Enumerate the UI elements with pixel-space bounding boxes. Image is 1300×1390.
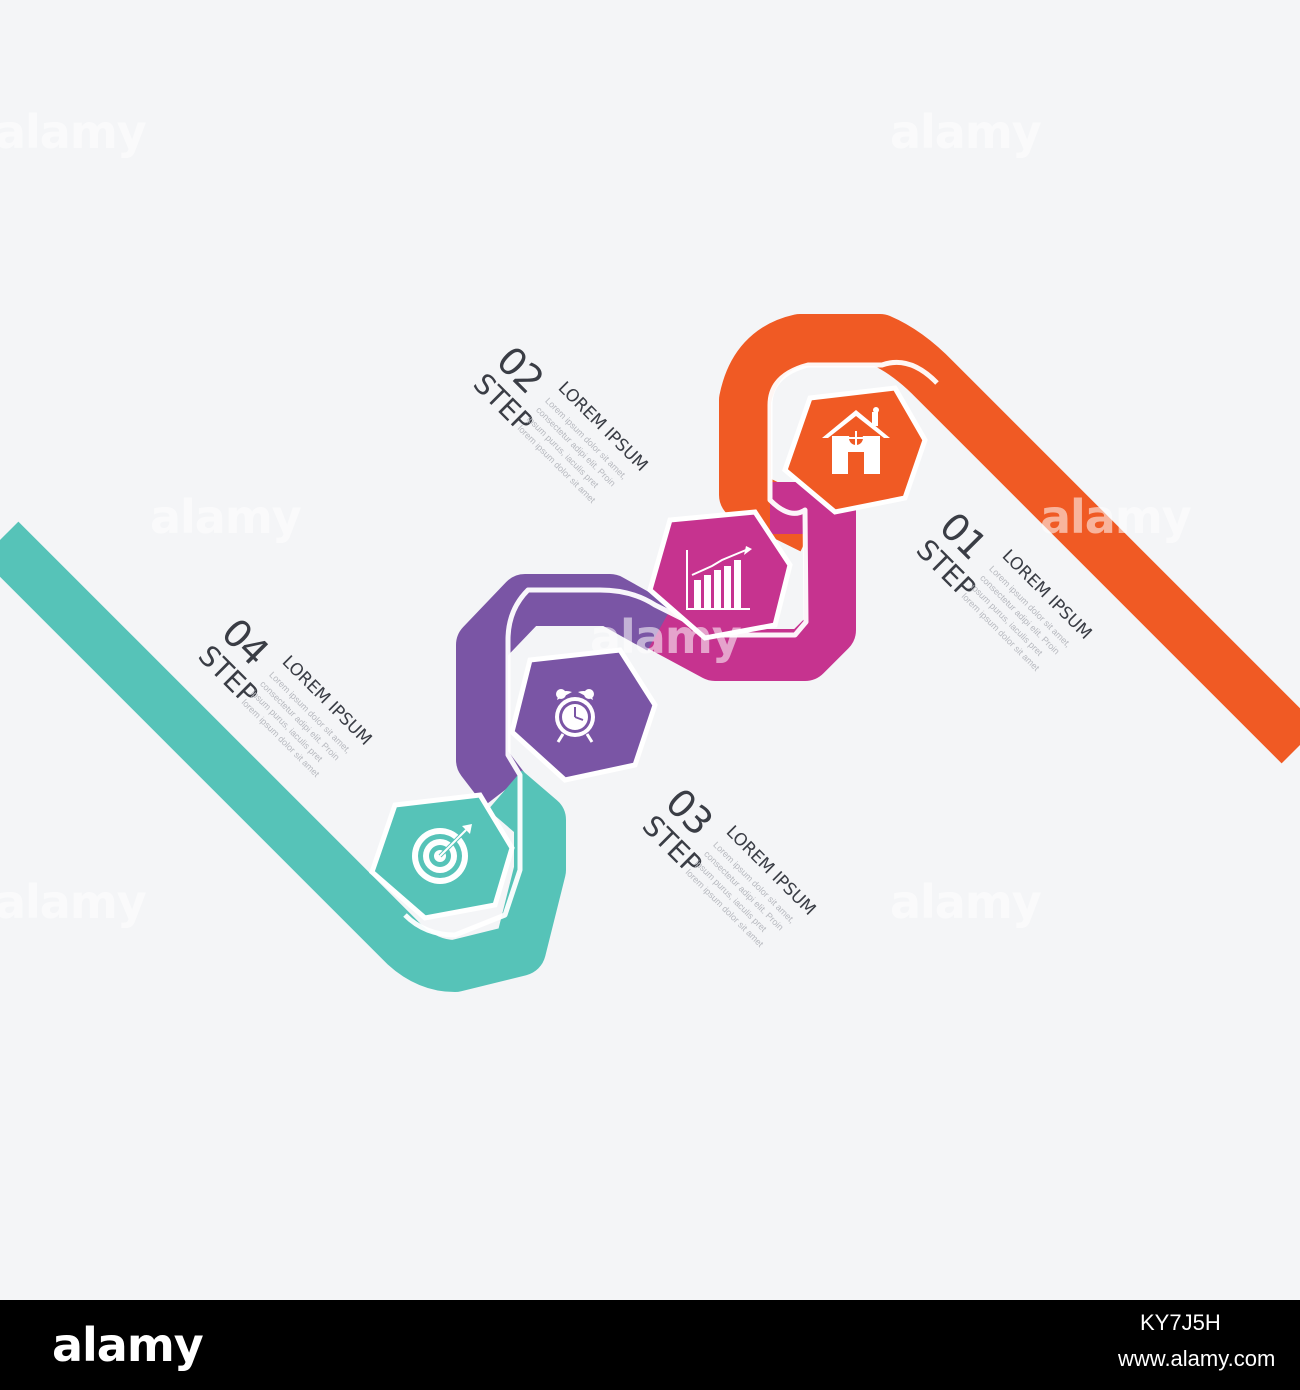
watermark: alamy [0, 875, 147, 929]
road-step2 [637, 482, 856, 681]
watermark: alamy [890, 105, 1042, 159]
footer-url: www.alamy.com [1118, 1346, 1276, 1371]
bar-chart-icon [686, 546, 752, 610]
footer-bar: alamy KY7J5H www.alamy.com [0, 1300, 1300, 1390]
watermark: alamy [890, 875, 1042, 929]
home-icon [822, 407, 890, 474]
watermark: alamy [0, 105, 147, 159]
road-step3 [456, 574, 673, 806]
watermark: alamy [1040, 490, 1192, 544]
road-diagram [0, 314, 1300, 992]
road-step4 [0, 521, 566, 992]
road-step1 [719, 314, 1300, 764]
watermark: alamy [590, 610, 742, 664]
footer-image-id: KY7J5H [1140, 1310, 1221, 1335]
watermark: alamy [150, 490, 302, 544]
footer-logo: alamy [52, 1318, 204, 1372]
target-icon [412, 824, 472, 884]
alarm-clock-icon [555, 689, 595, 743]
